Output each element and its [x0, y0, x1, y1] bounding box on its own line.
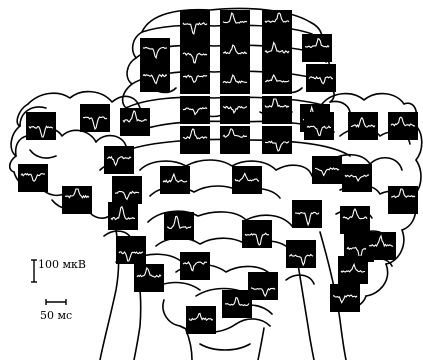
sulcus-outline	[96, 136, 126, 146]
recording-site	[262, 96, 292, 124]
sulcus-outline	[186, 330, 192, 360]
recording-site	[26, 112, 56, 140]
recording-site	[80, 104, 110, 132]
recording-site	[116, 236, 146, 264]
amplitude-scale-label: 100 мкВ	[38, 259, 86, 270]
recording-site	[160, 166, 190, 194]
recording-site	[262, 38, 292, 66]
recording-site	[220, 96, 250, 124]
recording-site	[262, 66, 292, 94]
recording-site	[180, 38, 210, 66]
recording-site	[242, 220, 272, 248]
recording-site	[62, 186, 92, 214]
recording-site	[140, 64, 170, 92]
sulcus-outline	[30, 150, 56, 158]
sulcus-outline	[236, 319, 270, 326]
recording-site	[292, 200, 322, 228]
recording-site	[180, 96, 210, 124]
recording-site	[120, 108, 150, 136]
recording-site	[366, 232, 396, 260]
recording-site	[108, 202, 138, 230]
recording-site	[306, 64, 336, 92]
sulcus-outline	[258, 328, 264, 360]
recording-site	[312, 156, 342, 184]
recording-site	[330, 284, 360, 312]
recording-site	[304, 112, 334, 140]
recording-site	[180, 66, 210, 94]
recording-site	[220, 126, 250, 154]
recording-site	[248, 272, 278, 300]
recording-site	[180, 10, 210, 38]
time-scale-label: 50 мс	[40, 310, 72, 321]
recording-site	[220, 38, 250, 66]
recording-site	[388, 112, 418, 140]
recording-site	[338, 256, 368, 284]
recording-site	[342, 164, 372, 192]
recording-site	[180, 126, 210, 154]
sulcus-outline	[200, 344, 250, 350]
sulcus-outline	[366, 264, 388, 296]
recording-site	[340, 206, 370, 234]
recording-site	[286, 240, 316, 268]
recording-site	[388, 186, 418, 214]
recording-site	[18, 164, 48, 192]
recording-site	[262, 126, 292, 154]
time-scale-bar	[46, 299, 66, 305]
sulcus-outline	[10, 156, 16, 172]
recording-site	[180, 252, 210, 280]
recording-site	[186, 306, 216, 334]
sulcus-outline	[296, 252, 314, 360]
recording-site	[104, 146, 134, 174]
recording-site	[232, 166, 262, 194]
recording-site	[220, 66, 250, 94]
recording-site	[134, 264, 164, 292]
sulcus-outline	[127, 58, 136, 84]
recording-sites	[18, 10, 418, 334]
recording-site	[222, 290, 252, 318]
recording-site	[302, 34, 332, 62]
amplitude-scale-bar	[31, 260, 37, 282]
recording-site	[112, 176, 142, 204]
sulcus-outline	[100, 214, 119, 360]
recording-site	[262, 10, 292, 38]
recording-site	[164, 212, 194, 240]
sulcus-outline	[330, 101, 350, 112]
recording-site	[348, 112, 378, 140]
sulcus-outline	[163, 300, 180, 326]
recording-site	[140, 38, 170, 66]
recording-site	[220, 10, 250, 38]
